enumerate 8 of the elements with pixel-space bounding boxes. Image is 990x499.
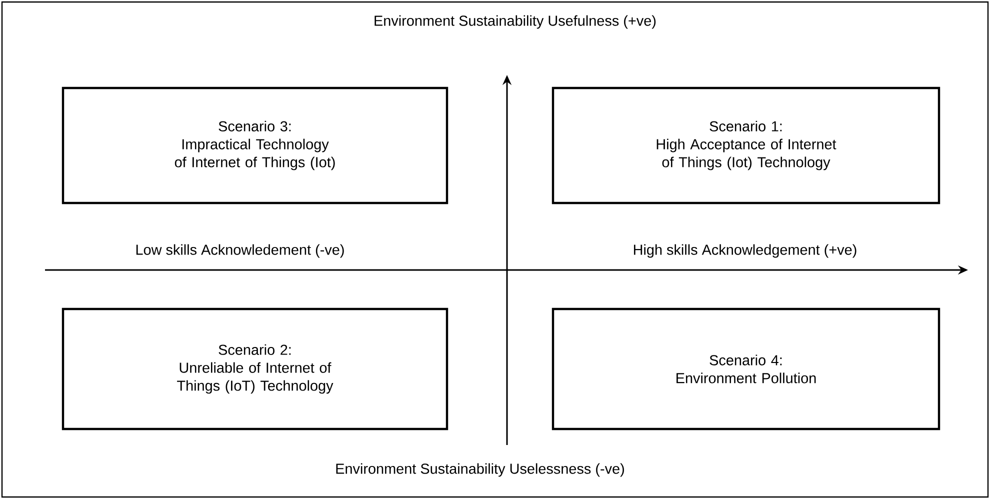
axis-label: Low skills Acknowledement (-ve) bbox=[133, 242, 347, 260]
scenario-box: Scenario 4: Environment Pollution bbox=[552, 308, 940, 430]
scenario-box: Scenario 1: High Acceptance of Internet of Things (Iot) Technology bbox=[552, 86, 940, 204]
scenario-box: Scenario 3: Impractical Technology of Internet of Things (Iot) bbox=[62, 86, 448, 204]
axis-label: Environment Sustainability Usefulness (+ve) bbox=[372, 13, 659, 31]
scenario-box: Scenario 2: Unreliable of Internet of Things (IoT) Technology bbox=[62, 308, 448, 430]
axis-label: Environment Sustainability Uselessness (-ve) bbox=[333, 461, 627, 479]
axis-label: High skills Acknowledgement (+ve) bbox=[630, 242, 860, 260]
